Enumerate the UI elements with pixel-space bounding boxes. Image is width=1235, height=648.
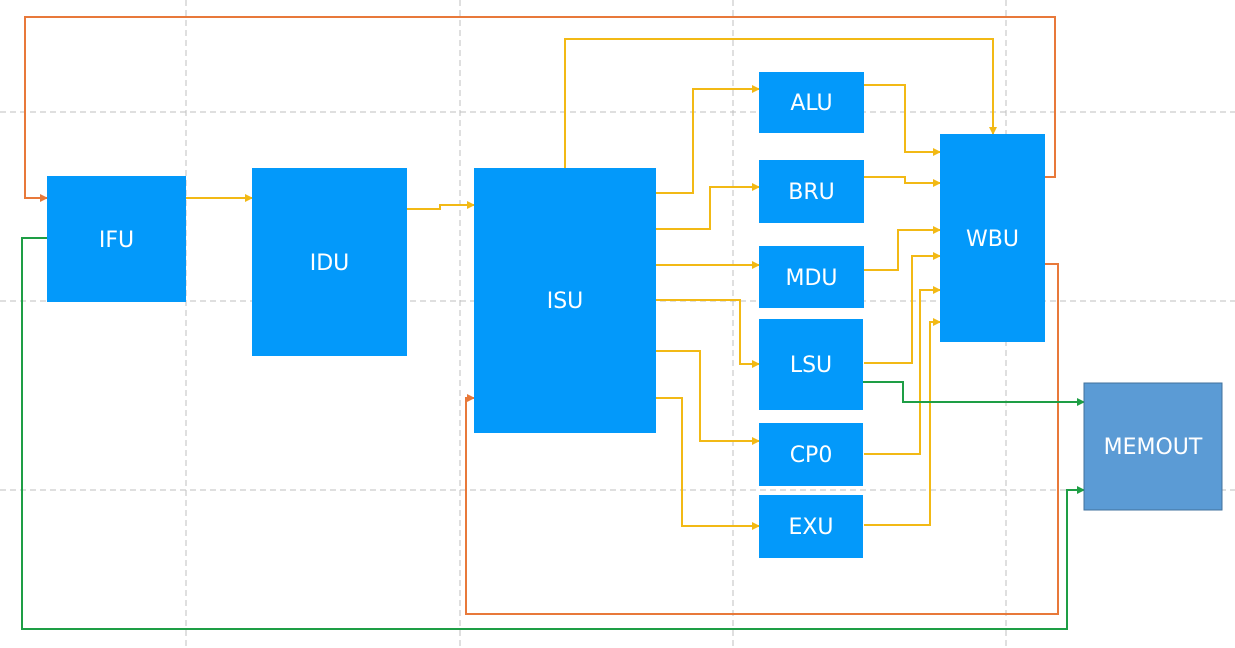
ifu-box [47, 176, 186, 302]
exu-to-wbu-arrow [864, 318, 941, 526]
mdu-block: MDU [759, 246, 864, 308]
mdu-box [759, 246, 864, 308]
lsu-block: LSU [759, 319, 863, 410]
cp0-label: CP0 [790, 443, 833, 468]
wbu-to-ifu-arrow [24, 16, 1056, 202]
memout-label: MEMOUT [1104, 435, 1203, 460]
wbu-to-isu-arrow [465, 263, 1059, 615]
cp0-block: CP0 [759, 423, 863, 486]
exu-box [759, 495, 863, 558]
memout-block: MEMOUT [1083, 382, 1223, 511]
exu-block: EXU [759, 495, 863, 558]
memory-paths [21, 237, 1085, 630]
cp0-to-wbu-arrow [864, 286, 941, 455]
wbu-box [940, 134, 1045, 342]
alu-to-wbu-arrow [864, 84, 941, 156]
ifu-block: IFU [47, 176, 186, 302]
ifu-label: IFU [99, 228, 134, 253]
bru-box [759, 160, 864, 223]
lsu-label: LSU [790, 353, 832, 378]
idu-block: IDU [252, 168, 407, 356]
isu-to-bru-arrow [656, 183, 760, 230]
isu-block: ISU [474, 168, 656, 433]
memout-box [1083, 382, 1223, 511]
idu-to-isu-arrow [407, 201, 475, 210]
mdu-to-wbu-arrow [864, 226, 941, 271]
ifu-to-memout-arrow [21, 237, 1085, 630]
bru-label: BRU [788, 180, 834, 205]
wbu-label: WBU [966, 227, 1019, 252]
isu-to-alu-arrow [656, 85, 760, 194]
alu-block: ALU [759, 72, 864, 133]
exu-label: EXU [788, 515, 833, 540]
isu-to-lsu-arrow [656, 299, 760, 368]
cp0-box [759, 423, 863, 486]
data-paths [186, 38, 997, 530]
lsu-box [759, 319, 863, 410]
lsu-to-wbu-arrow [864, 252, 941, 364]
bru-to-wbu-arrow [864, 176, 941, 187]
isu-box [474, 168, 656, 433]
isu-to-exu-arrow [656, 397, 760, 530]
alu-label: ALU [790, 91, 832, 116]
isu-to-wbu-arrow [564, 38, 997, 168]
lsu-to-memout-arrow [863, 381, 1085, 406]
idu-label: IDU [310, 251, 350, 276]
wbu-block: WBU [940, 134, 1045, 342]
idu-box [252, 168, 407, 356]
writeback-paths [24, 16, 1059, 615]
mdu-label: MDU [785, 266, 837, 291]
bru-block: BRU [759, 160, 864, 223]
alu-box [759, 72, 864, 133]
isu-to-cp0-arrow [656, 350, 760, 445]
isu-label: ISU [547, 289, 584, 314]
